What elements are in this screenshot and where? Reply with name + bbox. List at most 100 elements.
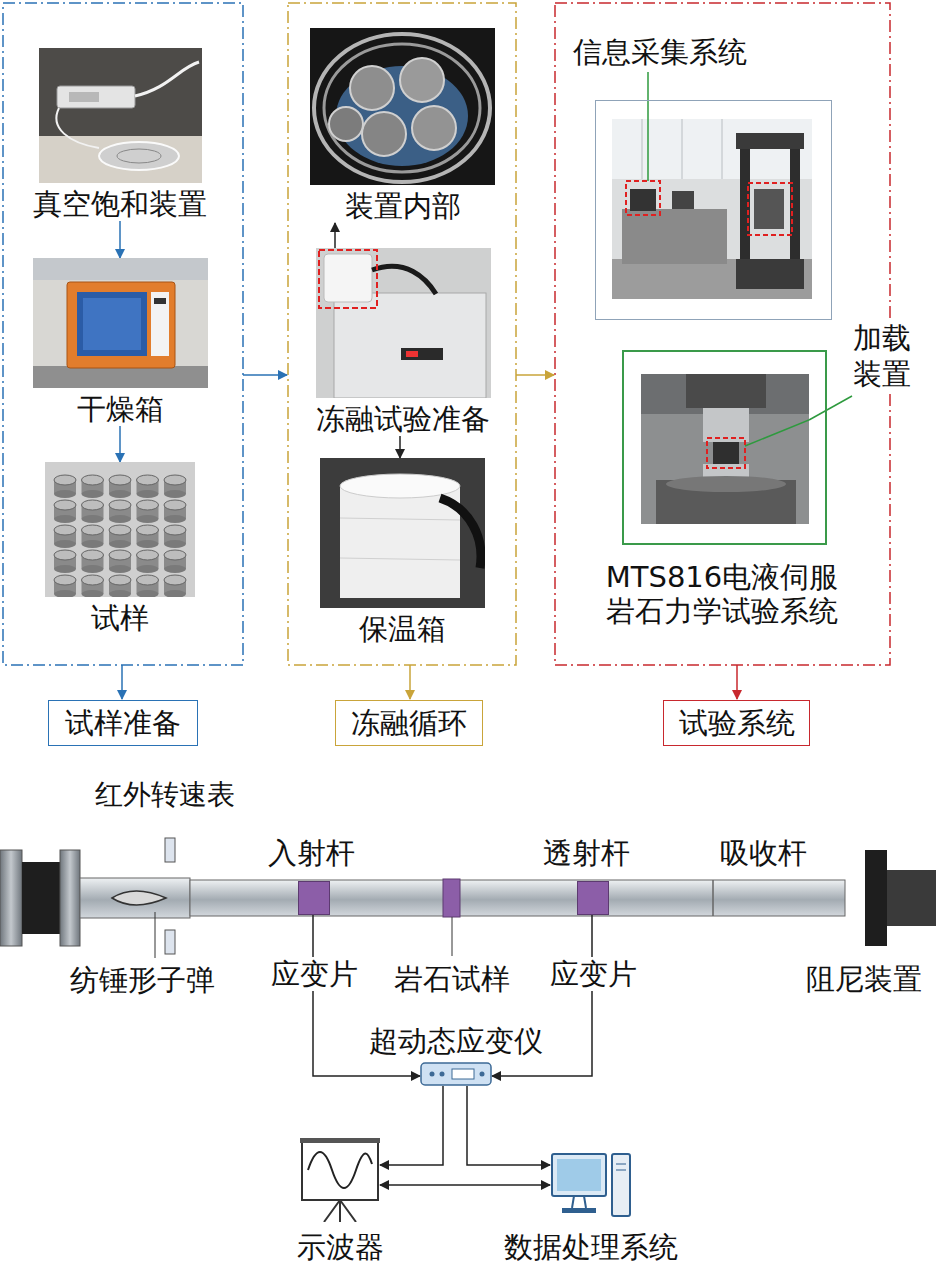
node-label: 真空饱和装置 — [16, 187, 224, 221]
photo-illustration — [137, 490, 159, 498]
computer-icon — [557, 1159, 601, 1191]
photo-illustration — [137, 525, 159, 535]
photo-illustration — [641, 374, 809, 524]
photo-illustration — [69, 92, 99, 102]
photo-illustration — [33, 258, 208, 388]
photo-illustration — [736, 259, 804, 289]
bar-label: 吸收杆 — [720, 836, 807, 870]
photo-illustration — [164, 490, 186, 498]
photo-illustration — [164, 515, 186, 523]
computer-icon — [612, 1154, 630, 1216]
connector-arrow — [334, 223, 336, 248]
photo-illustration — [109, 475, 131, 485]
photo-illustration — [137, 475, 159, 485]
photo-illustration — [316, 248, 491, 398]
photo-frame: 加载装置 — [622, 350, 827, 545]
part-label: 岩石试样 — [394, 962, 510, 996]
photo-illustration — [622, 209, 727, 264]
photo-illustration — [67, 282, 175, 368]
photo-illustration — [82, 565, 104, 573]
node-label: 示波器 — [294, 1230, 387, 1264]
photo-illustration — [310, 28, 495, 185]
photo-illustration — [672, 191, 694, 209]
node-label: 试样准备 — [65, 706, 181, 740]
photo-panel: 干燥箱 — [16, 258, 224, 426]
photo-illustration — [54, 490, 76, 498]
photo-illustration — [316, 248, 491, 398]
gun-barrel — [80, 878, 190, 918]
photo-illustration — [99, 142, 179, 170]
photo-illustration — [401, 348, 443, 360]
photo-illustration — [82, 500, 104, 510]
photo-illustration — [54, 500, 76, 510]
strain-meter — [452, 1069, 474, 1079]
bar-joint — [712, 880, 714, 916]
photo-illustration — [641, 374, 809, 524]
bar — [190, 880, 845, 916]
photo-illustration — [33, 258, 208, 280]
photo-illustration — [612, 259, 812, 299]
photo-panel: 真空饱和装置 — [16, 48, 224, 221]
photo-illustration — [707, 438, 745, 468]
photo-illustration — [406, 351, 418, 357]
photo-illustration — [77, 292, 147, 356]
photo-illustration — [164, 550, 186, 560]
photo-illustration — [151, 292, 169, 356]
photo-illustration — [137, 550, 159, 560]
photo-illustration — [82, 590, 104, 597]
photo-illustration — [137, 565, 159, 573]
photo-illustration — [164, 590, 186, 597]
photo-illustration — [319, 250, 377, 308]
strain-meter — [430, 1072, 435, 1077]
oscilloscope-icon — [324, 1200, 356, 1222]
photo-illustration — [612, 119, 812, 299]
group-frame — [288, 3, 516, 665]
photo-illustration — [82, 515, 104, 523]
photo-illustration — [137, 590, 159, 597]
photo-illustration — [54, 565, 76, 573]
photo-illustration — [686, 374, 766, 408]
gas-gun — [60, 850, 80, 946]
computer-icon — [572, 1196, 586, 1208]
photo-illustration — [630, 189, 656, 211]
photo-illustration — [45, 462, 195, 597]
photo-illustration — [39, 136, 202, 183]
photo-illustration — [137, 515, 159, 523]
node-label: 应变片 — [268, 957, 361, 991]
strain-meter: 超动态应变仪 — [420, 1062, 492, 1086]
photo-illustration — [137, 575, 159, 585]
node-label: 装置内部 — [296, 189, 509, 223]
photo-illustration — [647, 119, 649, 181]
node-label: 冻融试验准备 — [289, 402, 517, 436]
computer-icon — [550, 1150, 632, 1222]
photo-illustration — [641, 374, 809, 524]
photo-illustration — [109, 565, 131, 573]
photo-illustration — [320, 458, 485, 608]
group-frame — [555, 3, 890, 665]
bar-label: 透射杆 — [543, 836, 630, 870]
photo-illustration — [310, 28, 495, 185]
oscilloscope-icon — [308, 1152, 372, 1188]
photo-illustration — [109, 490, 131, 498]
photo-illustration — [642, 119, 722, 179]
connector-arrow — [380, 1184, 550, 1186]
stage-box: 冻融循环 — [335, 700, 483, 746]
photo-illustration — [135, 62, 199, 96]
photo-illustration — [54, 515, 76, 523]
photo-illustration — [109, 550, 131, 560]
node-label: 信息采集系统 — [573, 35, 747, 69]
photo-illustration — [164, 500, 186, 510]
photo-illustration — [745, 420, 809, 446]
node-label: 超动态应变仪 — [366, 1024, 546, 1058]
photo-illustration — [82, 525, 104, 535]
node-label: 数据处理系统 — [501, 1230, 681, 1264]
photo-illustration — [372, 266, 436, 294]
photo-illustration — [440, 498, 481, 568]
leader-line — [155, 912, 156, 958]
oscilloscope-icon — [302, 1141, 378, 1200]
photo-illustration — [33, 258, 208, 388]
photo-illustration — [54, 540, 76, 548]
photo-illustration — [56, 108, 99, 148]
photo-illustration — [109, 515, 131, 523]
